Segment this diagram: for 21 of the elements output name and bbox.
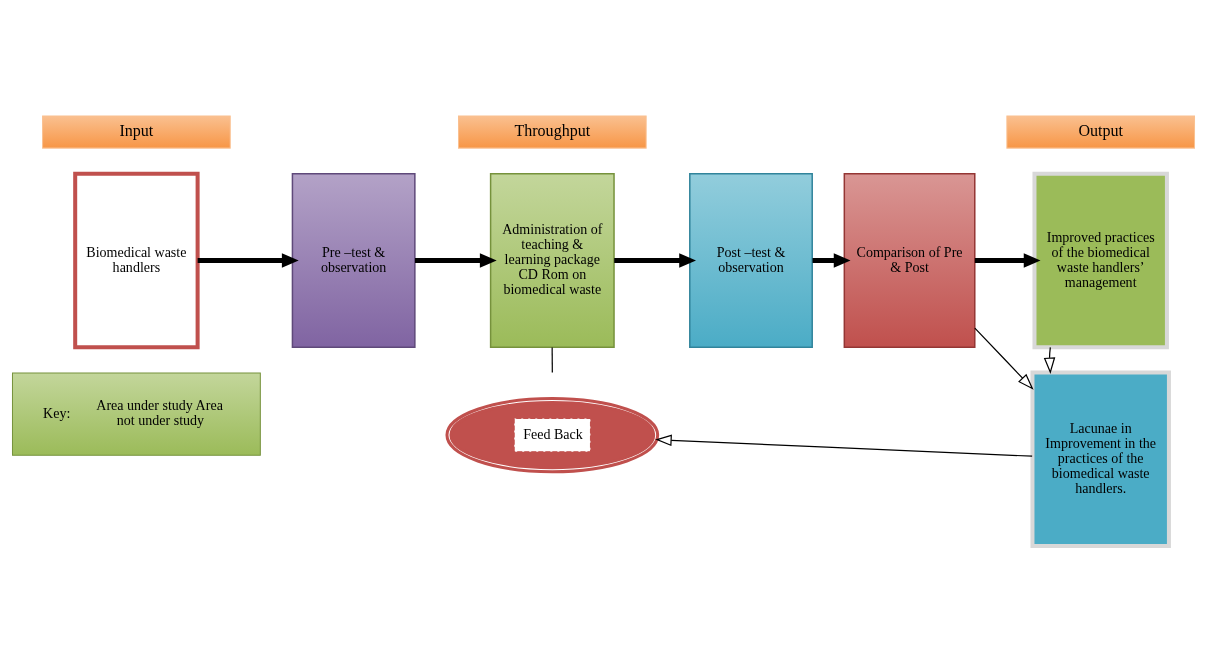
node-box: Comparison of Pre & Post [843, 172, 976, 349]
node-box: Biomedical waste handlers [73, 171, 200, 350]
node-box: Output [1006, 115, 1195, 149]
arrow [197, 253, 299, 268]
arrow [1043, 346, 1056, 375]
node-box: Throughput [458, 115, 647, 149]
node-box: Administration of teaching & learning package CD Rom on biomedical waste [489, 172, 615, 349]
node-ellipse: Feed Back [445, 396, 660, 474]
arrow [974, 253, 1041, 268]
arrow [655, 434, 1033, 457]
node-box: Input [42, 115, 231, 149]
arrow [614, 253, 696, 268]
arrow [974, 327, 1034, 390]
node-box: Improved practices of the biomedical waste handlers’ management [1032, 171, 1169, 350]
arrow [415, 253, 497, 268]
node-box: Post –test & observation [689, 172, 813, 349]
connector [551, 346, 553, 374]
node-box: Key: Area under study Area not under study [12, 372, 261, 456]
node-box: Lacunae in Improvement in the practices of the biomedical waste handlers. [1030, 370, 1171, 548]
arrow [812, 253, 851, 268]
node-box: Pre –test & observation [291, 172, 416, 349]
